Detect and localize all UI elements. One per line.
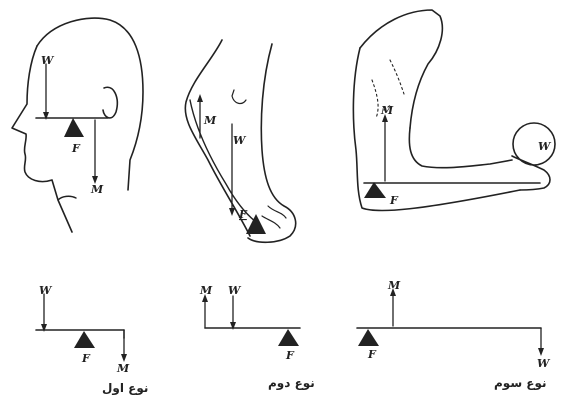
ear (103, 87, 117, 118)
face-profile (12, 46, 72, 232)
head-weight-label: W (41, 54, 55, 67)
head-lever: W F M (36, 54, 108, 196)
foot-fulcrum-label: F (238, 208, 248, 221)
foot-weight-label: W (233, 134, 247, 147)
head-fulcrum (64, 118, 84, 137)
head-muscle-label: M (90, 183, 104, 196)
caption-first-class: نوع اول (102, 381, 148, 396)
schematic2-weight-label: W (228, 284, 242, 297)
schematic1-fulcrum-label: F (81, 352, 91, 365)
schematic-second-class: M W F نوع دوم (199, 284, 315, 391)
arm-fulcrum (364, 182, 386, 198)
schematic3-fulcrum (358, 329, 379, 346)
schematic3-muscle-label: M (387, 279, 401, 292)
upper-arm-outline (353, 48, 520, 211)
forearm-top (409, 128, 512, 168)
schematic2-fulcrum (278, 329, 299, 346)
foot-lever: M W F (200, 98, 266, 234)
head-fulcrum-label: F (71, 142, 81, 155)
ball-weight-label: W (538, 140, 552, 153)
head-outline (37, 18, 143, 190)
ankle-mark (232, 90, 246, 103)
schematic3-weight-label: W (537, 357, 551, 370)
schematic-third-class: M F W نوع سوم (357, 279, 551, 391)
hand-outline (512, 156, 550, 190)
arm-lever: M F W (364, 104, 552, 207)
arm-fulcrum-label: F (389, 194, 399, 207)
schematic-first-class: W F M نوع اول (36, 284, 148, 396)
arm-muscle-label: M (380, 104, 394, 117)
schematic1-weight-label: W (39, 284, 53, 297)
schematic3-fulcrum-label: F (367, 348, 377, 361)
caption-second-class: نوع دوم (268, 376, 315, 391)
schematic2-fulcrum-label: F (285, 349, 295, 362)
schematic2-muscle-label: M (199, 284, 213, 297)
head-illustration (12, 18, 143, 232)
schematic1-fulcrum (74, 331, 95, 348)
schematic1-muscle-label: M (116, 362, 130, 375)
foot-muscle-label: M (203, 114, 217, 127)
shoulder-outline (360, 10, 442, 128)
leg-back-outline (248, 44, 296, 242)
caption-third-class: نوع سوم (494, 376, 547, 391)
